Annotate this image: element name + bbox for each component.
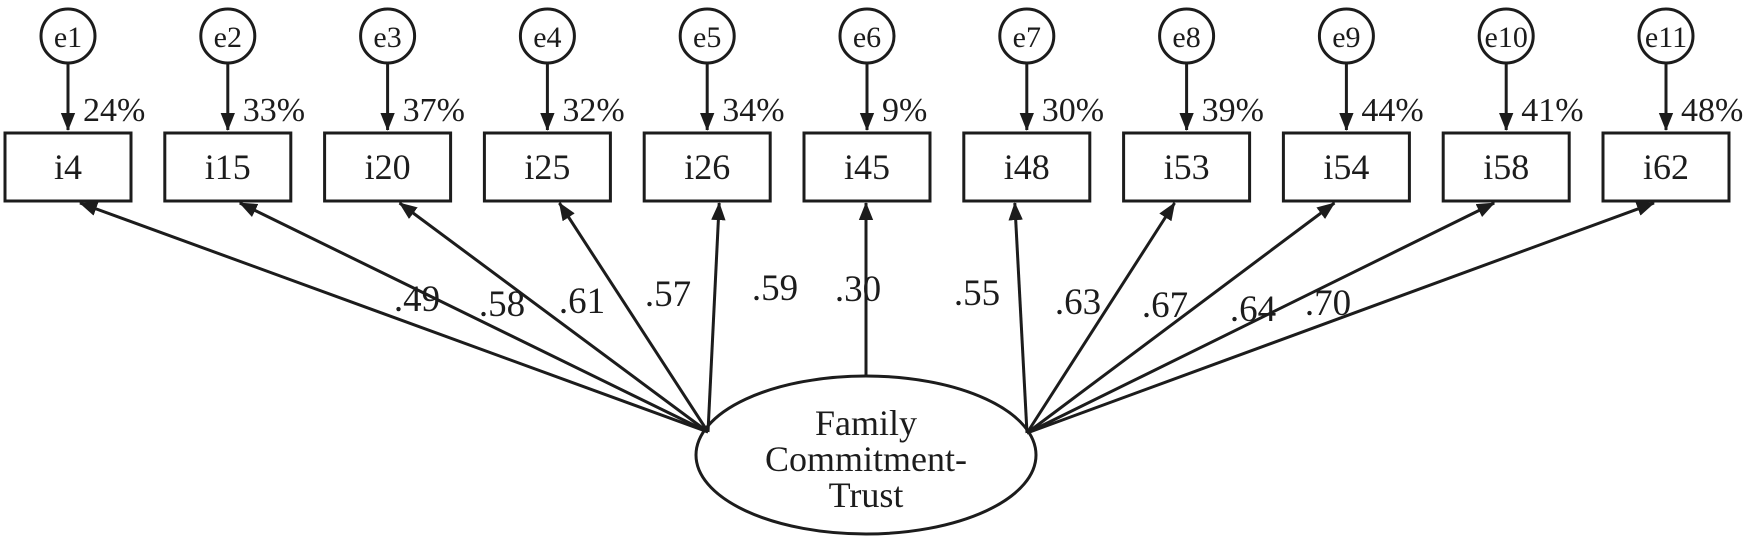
loading-path	[79, 201, 709, 434]
loading-path	[558, 202, 710, 433]
loading-path	[706, 202, 726, 433]
item-label: i15	[205, 147, 251, 187]
variance-label: 48%	[1681, 92, 1743, 129]
item-label: i54	[1323, 147, 1369, 187]
indicator-group: e5 34% i26 .59	[642, 7, 798, 433]
item-box	[962, 131, 1092, 203]
variance-label: 39%	[1202, 92, 1264, 129]
loading-label: .59	[752, 268, 798, 309]
indicator-group: e6 9% i45 .30	[802, 7, 932, 377]
indicator-group: e9 44% i54 .67	[1026, 7, 1424, 435]
indicator-group: e3 37% i20 .61	[323, 7, 709, 434]
loading-label: .67	[1142, 285, 1188, 326]
variance-label: 32%	[562, 92, 624, 129]
error-label: e2	[214, 21, 242, 54]
variance-label: 24%	[83, 92, 145, 129]
item-box	[802, 131, 932, 203]
loading-label: .30	[835, 269, 881, 310]
item-label: i62	[1643, 147, 1689, 187]
variance-label: 44%	[1361, 92, 1423, 129]
item-box	[3, 131, 133, 203]
indicator-group: e10 41% i58 .64	[1026, 7, 1584, 435]
variance-label: 37%	[403, 92, 465, 129]
item-label: i25	[524, 147, 570, 187]
item-label: i4	[54, 147, 82, 187]
variance-label: 33%	[243, 92, 305, 129]
item-label: i53	[1164, 147, 1210, 187]
error-label: e9	[1332, 21, 1360, 54]
latent-ellipse	[694, 374, 1038, 536]
loading-path	[1026, 201, 1655, 435]
loading-path	[1025, 202, 1176, 434]
loading-path	[1008, 202, 1029, 434]
error-label: e1	[54, 21, 82, 54]
indicator-group: e4 32% i25 .57	[482, 7, 710, 433]
item-box	[163, 131, 293, 203]
indicator-group: e7 30% i48 .55	[954, 7, 1104, 434]
error-label: e4	[533, 21, 561, 54]
variance-label: 34%	[722, 92, 784, 129]
item-box	[642, 131, 772, 203]
error-label: e6	[853, 21, 881, 54]
loading-label: .64	[1230, 289, 1276, 330]
error-label: e10	[1485, 21, 1528, 54]
loading-path	[1026, 201, 1336, 435]
item-box	[1122, 131, 1252, 203]
variance-label: 41%	[1521, 92, 1583, 129]
loading-label: .70	[1305, 283, 1351, 324]
item-box	[1601, 131, 1731, 203]
item-label: i20	[365, 147, 411, 187]
error-label: e5	[693, 21, 721, 54]
variance-label: 30%	[1042, 92, 1104, 129]
loading-path	[398, 201, 709, 434]
indicator-group: e11 48% i62 .70	[1026, 7, 1743, 435]
error-label: e7	[1013, 21, 1041, 54]
indicator-group: e8 39% i53 .63	[1025, 7, 1264, 434]
error-label: e8	[1172, 21, 1200, 54]
item-box	[1441, 131, 1571, 203]
latent-label-line: Commitment-	[765, 439, 967, 479]
loading-label: .57	[645, 274, 691, 315]
error-label: e11	[1645, 21, 1687, 54]
item-label: i45	[844, 147, 890, 187]
loading-label: .63	[1055, 282, 1101, 323]
item-label: i58	[1483, 147, 1529, 187]
item-label: i26	[684, 147, 730, 187]
loading-label: .55	[954, 273, 1000, 314]
indicator-group: e1 24%i4 .49	[3, 7, 709, 434]
loading-label: .49	[394, 279, 440, 320]
latent-label-line: Family	[815, 403, 917, 443]
variance-label: 9%	[882, 92, 927, 129]
loading-label: .61	[559, 281, 605, 322]
loading-path	[238, 201, 709, 434]
loading-path	[1026, 201, 1496, 435]
error-label: e3	[373, 21, 401, 54]
item-box	[323, 131, 453, 203]
item-box	[1281, 131, 1411, 203]
item-label: i48	[1004, 147, 1050, 187]
item-box	[482, 131, 612, 203]
latent-label-line: Trust	[829, 475, 904, 515]
